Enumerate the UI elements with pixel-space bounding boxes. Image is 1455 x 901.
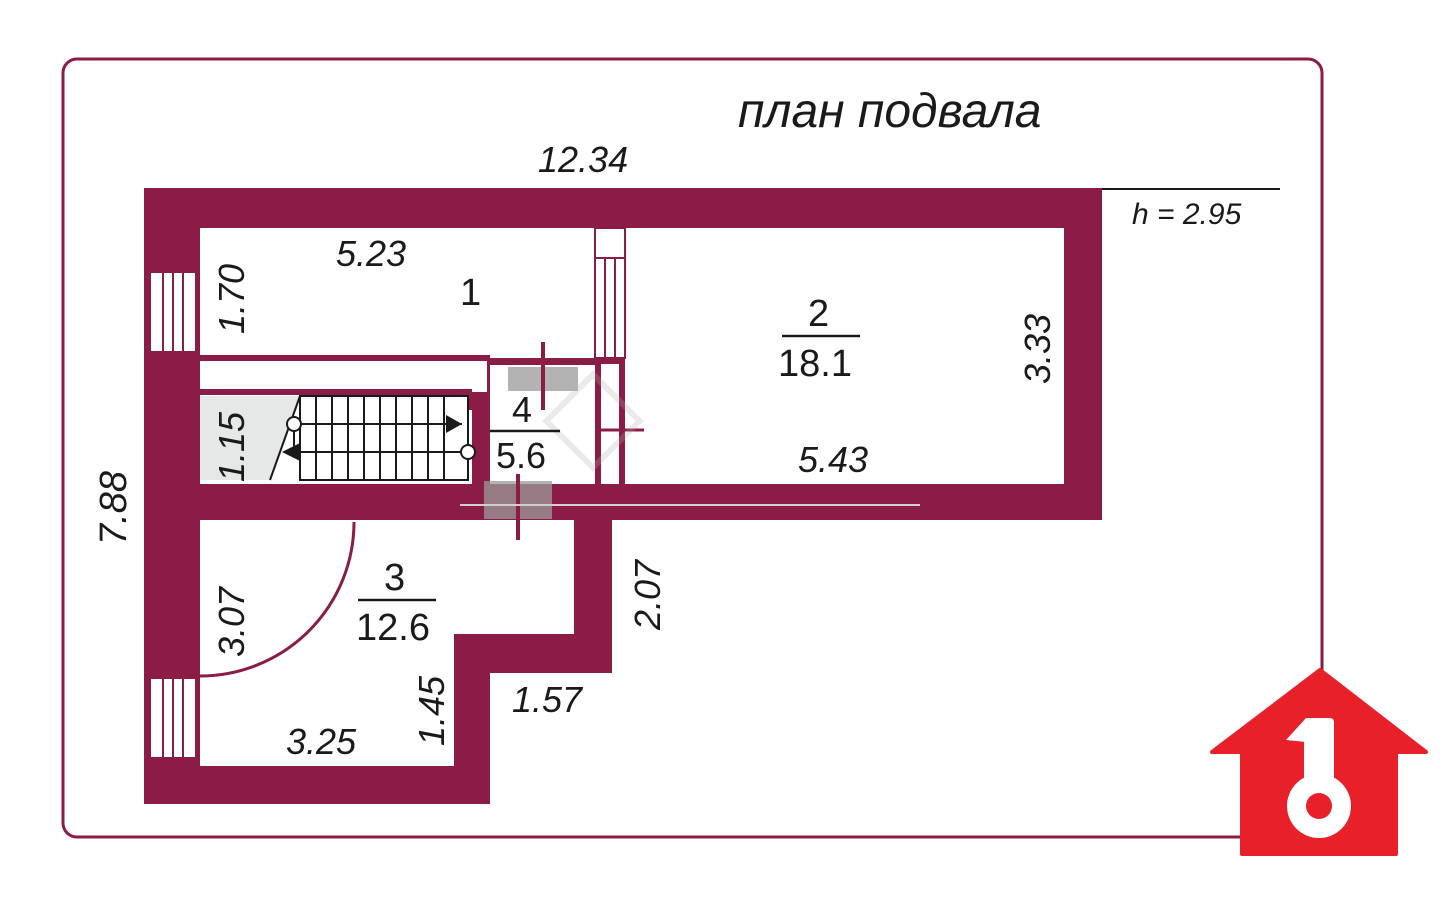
dim-room3-bottom: 3.25	[286, 721, 357, 762]
dim-room3-left: 3.07	[211, 585, 252, 657]
dim-room2-length: 5.43	[798, 439, 868, 480]
plan-frame	[61, 57, 1324, 839]
room2-number: 2	[808, 293, 829, 335]
dim-room3-right: 2.07	[627, 558, 668, 631]
door-marker-upper	[508, 342, 644, 432]
height-label: h = 2.95	[1132, 198, 1242, 231]
house-key-icon	[1210, 668, 1428, 856]
dim-stair-width: 1.15	[211, 411, 252, 482]
staircase	[200, 395, 476, 481]
dim-room2-depth: 3.33	[1017, 314, 1058, 384]
door-marker-lower	[460, 474, 920, 540]
room2-area: 18.1	[778, 343, 852, 385]
door-post-inner	[601, 364, 619, 484]
door-arc-room3	[199, 521, 356, 678]
plan-title: план подвала	[738, 85, 1042, 138]
dim-room1-length: 5.23	[336, 233, 406, 274]
dim-overall-width: 12.34	[538, 139, 628, 180]
window-upper	[149, 271, 197, 353]
dim-room1-width: 1.70	[211, 264, 252, 334]
room1-number: 1	[460, 272, 481, 314]
dim-step-height: 1.45	[411, 675, 452, 746]
watermark-logo	[542, 370, 644, 472]
room3-number: 3	[384, 557, 405, 599]
dim-step-length: 1.57	[512, 679, 584, 720]
room4-area: 5.6	[496, 435, 546, 476]
partition-1-4	[200, 358, 490, 392]
room4-number: 4	[512, 389, 532, 430]
room3-area: 12.6	[356, 607, 430, 649]
door-1-2	[594, 227, 626, 359]
dim-overall-depth: 7.88	[93, 471, 135, 545]
window-lower	[149, 677, 197, 759]
